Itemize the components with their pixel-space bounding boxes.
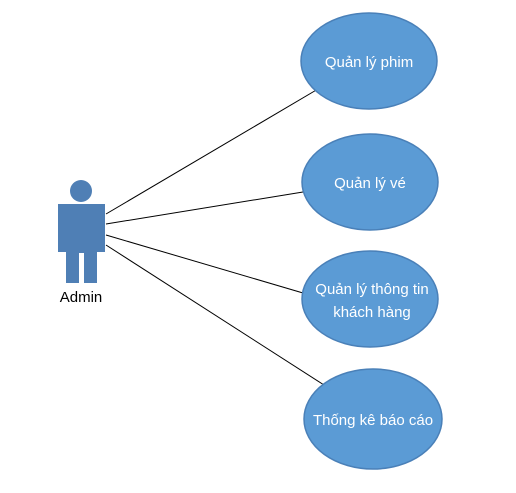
- actor-admin[interactable]: Admin: [58, 180, 105, 306]
- associations: [105, 88, 325, 386]
- use-case-ellipse: [300, 12, 438, 110]
- use-case-label: Quản lý vé: [334, 175, 406, 192]
- use-case-thong-ke-bao-cao[interactable]: Thống kê báo cáo: [303, 368, 443, 470]
- use-case-quan-ly-ve[interactable]: Quản lý vé: [301, 133, 439, 231]
- use-case-ellipse: [303, 368, 443, 470]
- association-line-thong-ke-bao-cao: [105, 244, 325, 386]
- association-line-quan-ly-thong-tin: [105, 234, 304, 294]
- use-case-label-line-1: Quản lý thông tin: [315, 281, 428, 298]
- use-case-quan-ly-thong-tin-khach-hang[interactable]: Quản lý thông tin khách hàng: [301, 250, 439, 348]
- person-icon: [58, 180, 105, 283]
- association-line-quan-ly-ve: [105, 191, 304, 225]
- use-case-ellipse: [301, 133, 439, 231]
- use-case-label: Thống kê báo cáo: [313, 412, 433, 429]
- actor-label: Admin: [60, 289, 103, 306]
- use-case-ellipse: [301, 250, 439, 348]
- use-case-label: Quản lý phim: [325, 54, 413, 71]
- use-case-quan-ly-phim[interactable]: Quản lý phim: [300, 12, 438, 110]
- association-line-quan-ly-phim: [105, 88, 319, 215]
- use-case-label-line-2: khách hàng: [333, 304, 411, 321]
